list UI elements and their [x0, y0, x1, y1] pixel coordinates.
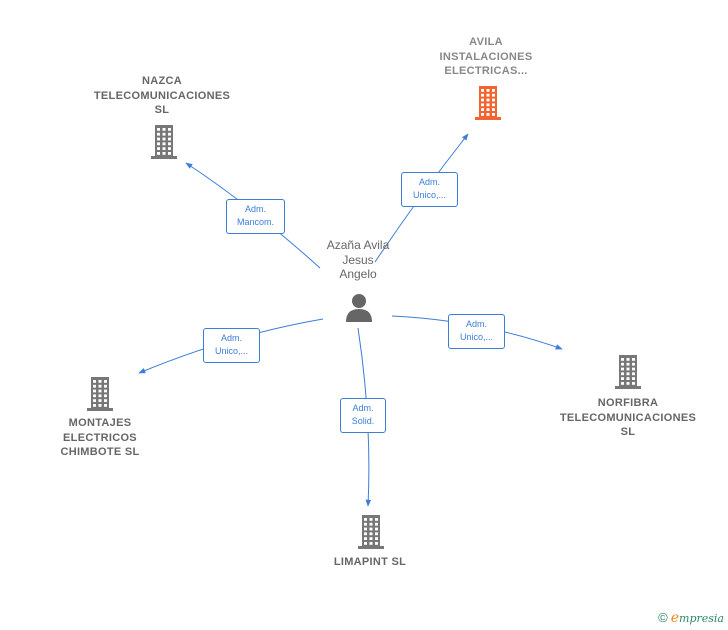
edge-role-line: Mancom.	[236, 217, 274, 227]
brand-name: mpresia	[679, 612, 724, 625]
edge-role-line: Unico,...	[412, 190, 446, 200]
company-name-line: MONTAJES	[68, 417, 132, 429]
company-name-line: SL	[154, 104, 170, 116]
edge-role-line: Unico,...	[459, 332, 493, 342]
building-icon[interactable]	[148, 124, 180, 160]
edge-role-montajes[interactable]: Adm. Unico,...	[203, 328, 260, 363]
person-name-line: Jesus	[342, 252, 374, 267]
brand-initial: e	[670, 610, 680, 626]
company-label-limapint[interactable]: LIMAPINT SL	[290, 555, 450, 570]
company-name-line: LIMAPINT SL	[333, 556, 407, 568]
company-name-line: CHIMBOTE SL	[60, 446, 140, 458]
company-name-line: ELECTRICOS	[63, 431, 137, 444]
edge-role-nazca[interactable]: Adm. Mancom.	[226, 199, 285, 234]
edge-role-line: Unico,...	[214, 346, 248, 356]
company-name-line: TELECOMUNICACIONES	[559, 411, 697, 424]
edge-role-avila[interactable]: Adm. Unico,...	[401, 172, 458, 207]
company-label-norfibra[interactable]: NORFIBRA TELECOMUNICACIONES SL	[548, 396, 708, 440]
building-icon[interactable]	[472, 85, 504, 121]
person-name-line: Azaña Avila	[326, 238, 390, 252]
edge-role-line: Solid.	[351, 416, 375, 426]
person-icon[interactable]	[344, 292, 374, 322]
edge-role-line: Adm.	[352, 403, 374, 413]
edge-role-line: Adm.	[465, 319, 487, 329]
company-label-nazca[interactable]: NAZCA TELECOMUNICACIONES SL	[82, 74, 242, 118]
edge-role-line: Adm.	[418, 177, 440, 187]
edge-role-line: Adm.	[244, 204, 266, 214]
person-name-line: Angelo	[339, 267, 377, 281]
company-name-line: AVILA	[469, 36, 503, 48]
edge-role-norfibra[interactable]: Adm. Unico,...	[448, 314, 505, 349]
company-label-avila[interactable]: AVILA INSTALACIONES ELECTRICAS...	[406, 35, 566, 79]
company-name-line: ELECTRICAS...	[444, 65, 528, 77]
company-name-line: INSTALACIONES	[439, 50, 533, 63]
edge-role-limapint[interactable]: Adm. Solid.	[340, 398, 386, 433]
company-name-line: NAZCA	[142, 75, 182, 87]
copyright-symbol: ©	[658, 610, 668, 625]
empresia-watermark: © empresia	[658, 610, 724, 626]
person-name[interactable]: Azaña Avila Jesus Angelo	[310, 238, 406, 282]
company-name-line: SL	[620, 426, 636, 438]
building-icon[interactable]	[84, 376, 116, 412]
edge-role-line: Adm.	[220, 333, 242, 343]
company-name-line: TELECOMUNICACIONES	[93, 89, 231, 102]
building-icon[interactable]	[612, 354, 644, 390]
company-label-montajes[interactable]: MONTAJES ELECTRICOS CHIMBOTE SL	[20, 416, 180, 460]
building-icon[interactable]	[355, 514, 387, 550]
company-name-line: NORFIBRA	[597, 397, 659, 409]
